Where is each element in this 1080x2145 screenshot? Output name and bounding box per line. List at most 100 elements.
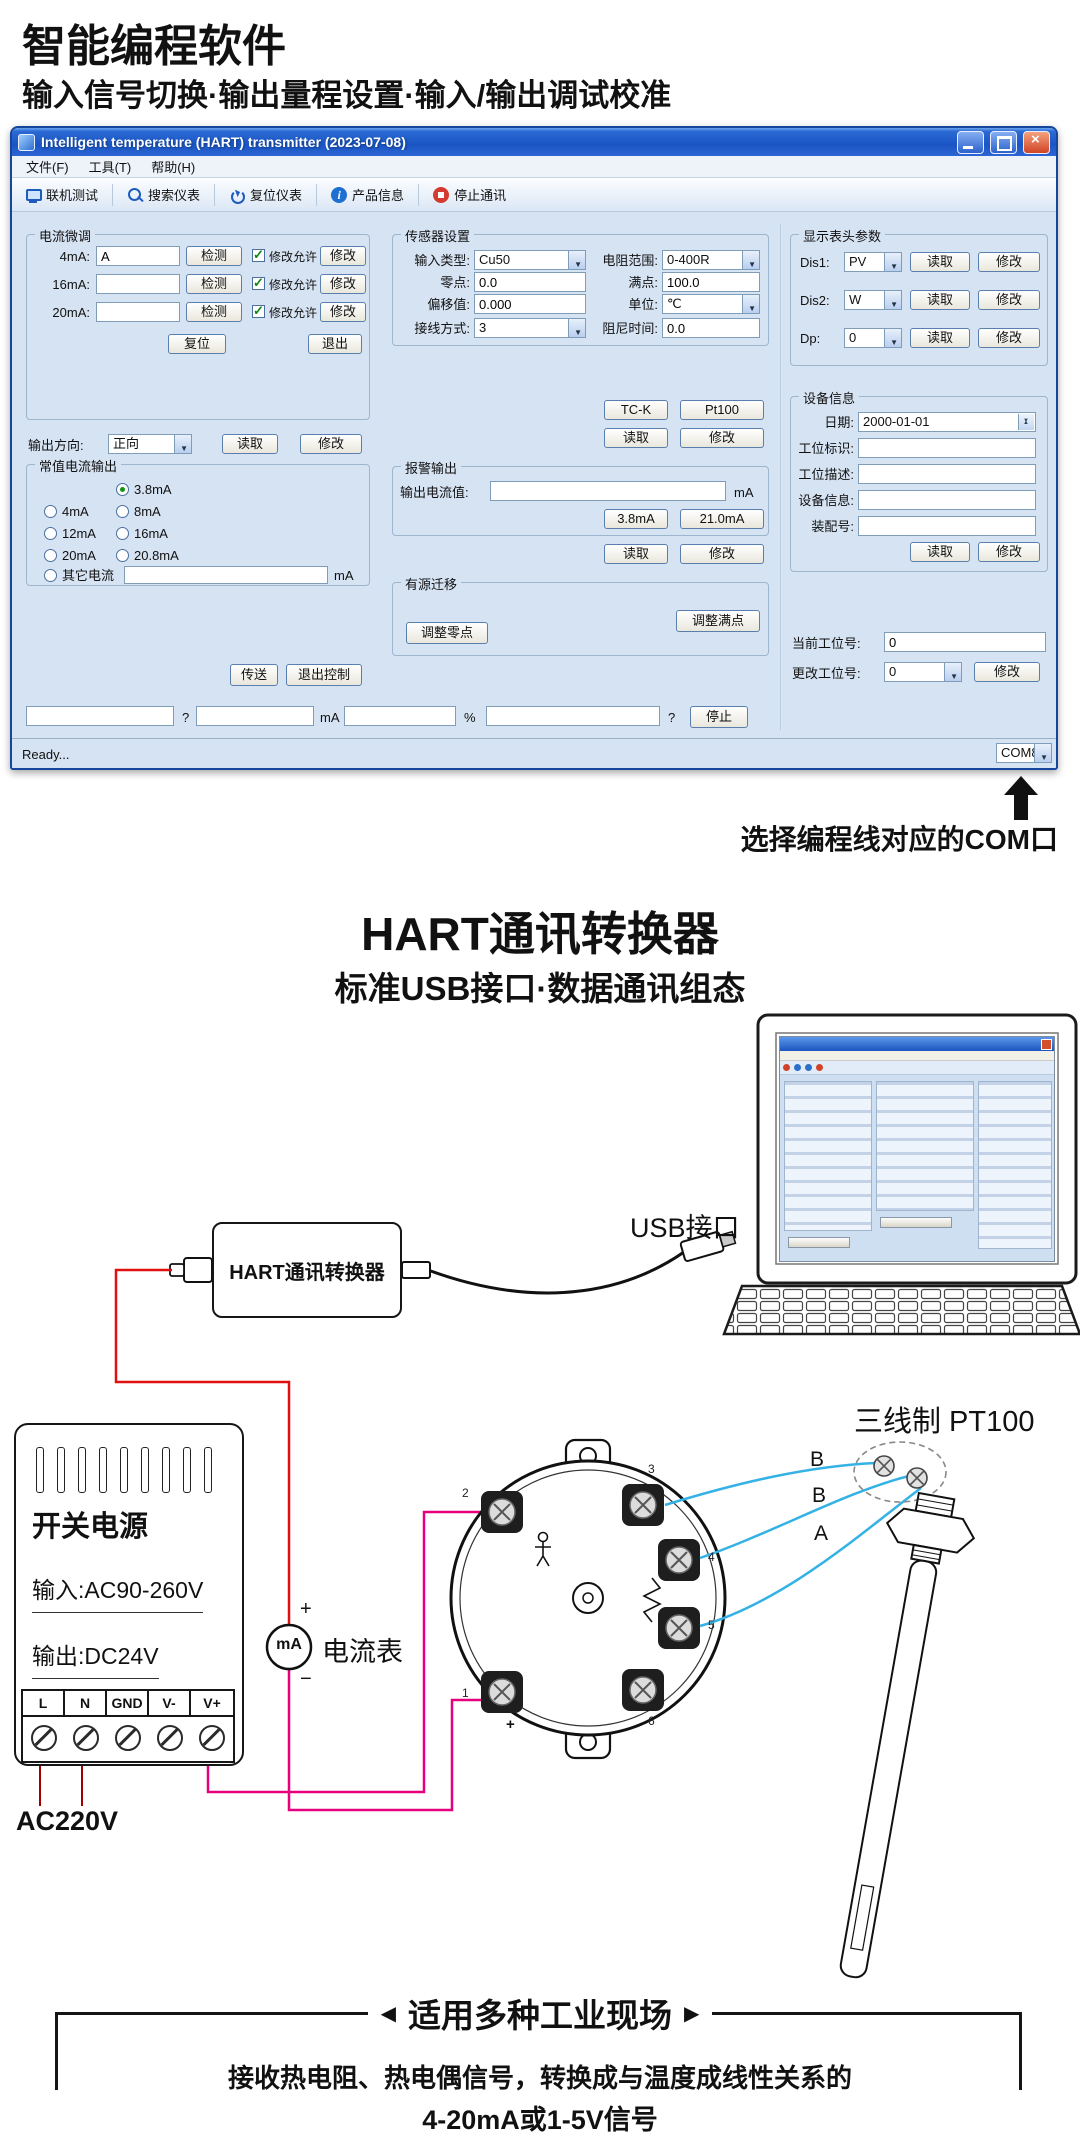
trim-4ma-detect-button[interactable]: 检测 bbox=[186, 246, 242, 266]
dp-select[interactable]: 0 bbox=[844, 328, 902, 348]
trim-20ma-label: 20mA: bbox=[52, 305, 90, 320]
monitor-percent-label: % bbox=[464, 710, 476, 725]
dis1-read-button[interactable]: 读取 bbox=[910, 252, 970, 272]
alarm-current-input[interactable] bbox=[490, 481, 726, 501]
date-spinner[interactable] bbox=[1018, 412, 1034, 432]
trim-4ma-allow-label: 修改允许 bbox=[269, 250, 318, 264]
output-dir-select[interactable]: 正向 bbox=[108, 434, 192, 454]
toolbar-reset-button[interactable]: 复位仪表 bbox=[220, 182, 311, 207]
dp-read-button[interactable]: 读取 bbox=[910, 328, 970, 348]
menu-file[interactable]: 文件(F) bbox=[26, 160, 69, 175]
dp-modify-button[interactable]: 修改 bbox=[978, 328, 1040, 348]
current-station-input[interactable] bbox=[884, 632, 1046, 652]
output-dir-modify-button[interactable]: 修改 bbox=[300, 434, 362, 454]
app-icon[interactable] bbox=[18, 133, 35, 151]
sensor-read-button[interactable]: 读取 bbox=[604, 428, 668, 448]
toolbar-search-button[interactable]: 搜索仪表 bbox=[118, 182, 209, 207]
app-window: Intelligent temperature (HART) transmitt… bbox=[10, 126, 1058, 770]
const-16ma-radio[interactable] bbox=[116, 527, 129, 540]
dis1-label: Dis1: bbox=[800, 255, 830, 270]
com-port-select[interactable]: COM8 bbox=[996, 743, 1052, 763]
adjust-zero-button[interactable]: 调整零点 bbox=[406, 622, 488, 644]
sensor-pt100-button[interactable]: Pt100 bbox=[680, 400, 764, 420]
device-info-input[interactable] bbox=[858, 490, 1036, 510]
sensor-unit-select[interactable]: ℃ bbox=[662, 294, 760, 314]
dp-label: Dp: bbox=[800, 331, 821, 346]
station-id-input[interactable] bbox=[858, 438, 1036, 458]
alarm-modify-button[interactable]: 修改 bbox=[680, 544, 764, 564]
sensor-wiring-select[interactable]: 3 bbox=[474, 318, 586, 338]
alarm-low-button[interactable]: 3.8mA bbox=[604, 509, 668, 529]
trim-16ma-allow-label: 修改允许 bbox=[269, 278, 318, 292]
sensor-offset-input[interactable] bbox=[474, 294, 586, 314]
sensor-tck-button[interactable]: TC-K bbox=[604, 400, 668, 420]
dis2-modify-button[interactable]: 修改 bbox=[978, 290, 1040, 310]
page-subtitle: 输入信号切换·输出量程设置·输入/输出调试校准 bbox=[22, 78, 672, 113]
alarm-read-button[interactable]: 读取 bbox=[604, 544, 668, 564]
toolbar-online-test-button[interactable]: 联机测试 bbox=[16, 182, 107, 207]
output-dir-read-button[interactable]: 读取 bbox=[222, 434, 278, 454]
dis2-read-button[interactable]: 读取 bbox=[910, 290, 970, 310]
menu-tools[interactable]: 工具(T) bbox=[88, 160, 132, 175]
const-4ma-radio[interactable] bbox=[44, 505, 57, 518]
minimize-button[interactable] bbox=[957, 130, 984, 154]
change-station-select[interactable]: 0 bbox=[884, 662, 962, 682]
send-button[interactable]: 传送 bbox=[230, 664, 278, 686]
trim-20ma-input[interactable] bbox=[96, 302, 180, 322]
window-title: Intelligent temperature (HART) transmitt… bbox=[41, 134, 406, 150]
dis1-select[interactable]: PV bbox=[844, 252, 902, 272]
trim-16ma-detect-button[interactable]: 检测 bbox=[186, 274, 242, 294]
const-other-radio[interactable] bbox=[44, 569, 57, 582]
const-3p8ma-radio[interactable] bbox=[116, 483, 129, 496]
const-12ma-radio[interactable] bbox=[44, 527, 57, 540]
trim-20ma-allow-checkbox[interactable] bbox=[252, 303, 265, 319]
monitor-field-1[interactable] bbox=[26, 706, 174, 726]
assembly-no-input[interactable] bbox=[858, 516, 1036, 536]
maximize-button[interactable] bbox=[990, 130, 1017, 154]
trim-20ma-detect-button[interactable]: 检测 bbox=[186, 302, 242, 322]
sensor-zero-input[interactable] bbox=[474, 272, 586, 292]
alarm-high-button[interactable]: 21.0mA bbox=[680, 509, 764, 529]
device-modify-button[interactable]: 修改 bbox=[978, 542, 1040, 562]
sensor-range-select[interactable]: 0-400R bbox=[662, 250, 760, 270]
toolbar-product-info-button[interactable]: 产品信息 bbox=[322, 182, 413, 207]
dis1-modify-button[interactable]: 修改 bbox=[978, 252, 1040, 272]
trim-16ma-allow-checkbox[interactable] bbox=[252, 275, 265, 291]
menu-help[interactable]: 帮助(H) bbox=[151, 160, 196, 175]
dis2-select[interactable]: W bbox=[844, 290, 902, 310]
sensor-modify-button[interactable]: 修改 bbox=[680, 428, 764, 448]
sensor-range-label: 电阻范围: bbox=[602, 253, 658, 268]
const-20p8ma-radio[interactable] bbox=[116, 549, 129, 562]
const-other-input[interactable] bbox=[124, 566, 328, 584]
change-station-modify-button[interactable]: 修改 bbox=[974, 662, 1040, 682]
trim-4ma-input[interactable] bbox=[96, 246, 180, 266]
trim-4ma-allow-checkbox[interactable] bbox=[252, 247, 265, 263]
monitor-field-2[interactable] bbox=[196, 706, 314, 726]
monitor-field-3[interactable] bbox=[344, 706, 456, 726]
close-button[interactable] bbox=[1023, 130, 1050, 154]
const-8ma-radio[interactable] bbox=[116, 505, 129, 518]
terminal-screw bbox=[115, 1725, 141, 1751]
change-station-value: 0 bbox=[889, 664, 897, 679]
device-read-button[interactable]: 读取 bbox=[910, 542, 970, 562]
trim-reset-button[interactable]: 复位 bbox=[168, 334, 226, 354]
trim-exit-button[interactable]: 退出 bbox=[308, 334, 362, 354]
stop-button[interactable]: 停止 bbox=[690, 706, 748, 728]
terminal-plus-mark: + bbox=[506, 1716, 515, 1733]
trim-20ma-modify-button[interactable]: 修改 bbox=[320, 302, 366, 322]
sensor-full-input[interactable] bbox=[662, 272, 760, 292]
trim-4ma-modify-button[interactable]: 修改 bbox=[320, 246, 366, 266]
device-date-field[interactable]: 2000-01-01 bbox=[858, 412, 1036, 432]
trim-16ma-input[interactable] bbox=[96, 274, 180, 294]
station-desc-input[interactable] bbox=[858, 464, 1036, 484]
exit-control-button[interactable]: 退出控制 bbox=[286, 664, 362, 686]
sensor-type-label: 输入类型: bbox=[414, 253, 470, 268]
adjust-full-button[interactable]: 调整满点 bbox=[676, 610, 760, 632]
sensor-damp-input[interactable] bbox=[662, 318, 760, 338]
terminal-number-2: 2 bbox=[462, 1486, 469, 1500]
toolbar-stop-comm-button[interactable]: 停止通讯 bbox=[424, 182, 515, 207]
monitor-field-4[interactable] bbox=[486, 706, 660, 726]
const-20ma-radio[interactable] bbox=[44, 549, 57, 562]
sensor-type-select[interactable]: Cu50 bbox=[474, 250, 586, 270]
trim-16ma-modify-button[interactable]: 修改 bbox=[320, 274, 366, 294]
